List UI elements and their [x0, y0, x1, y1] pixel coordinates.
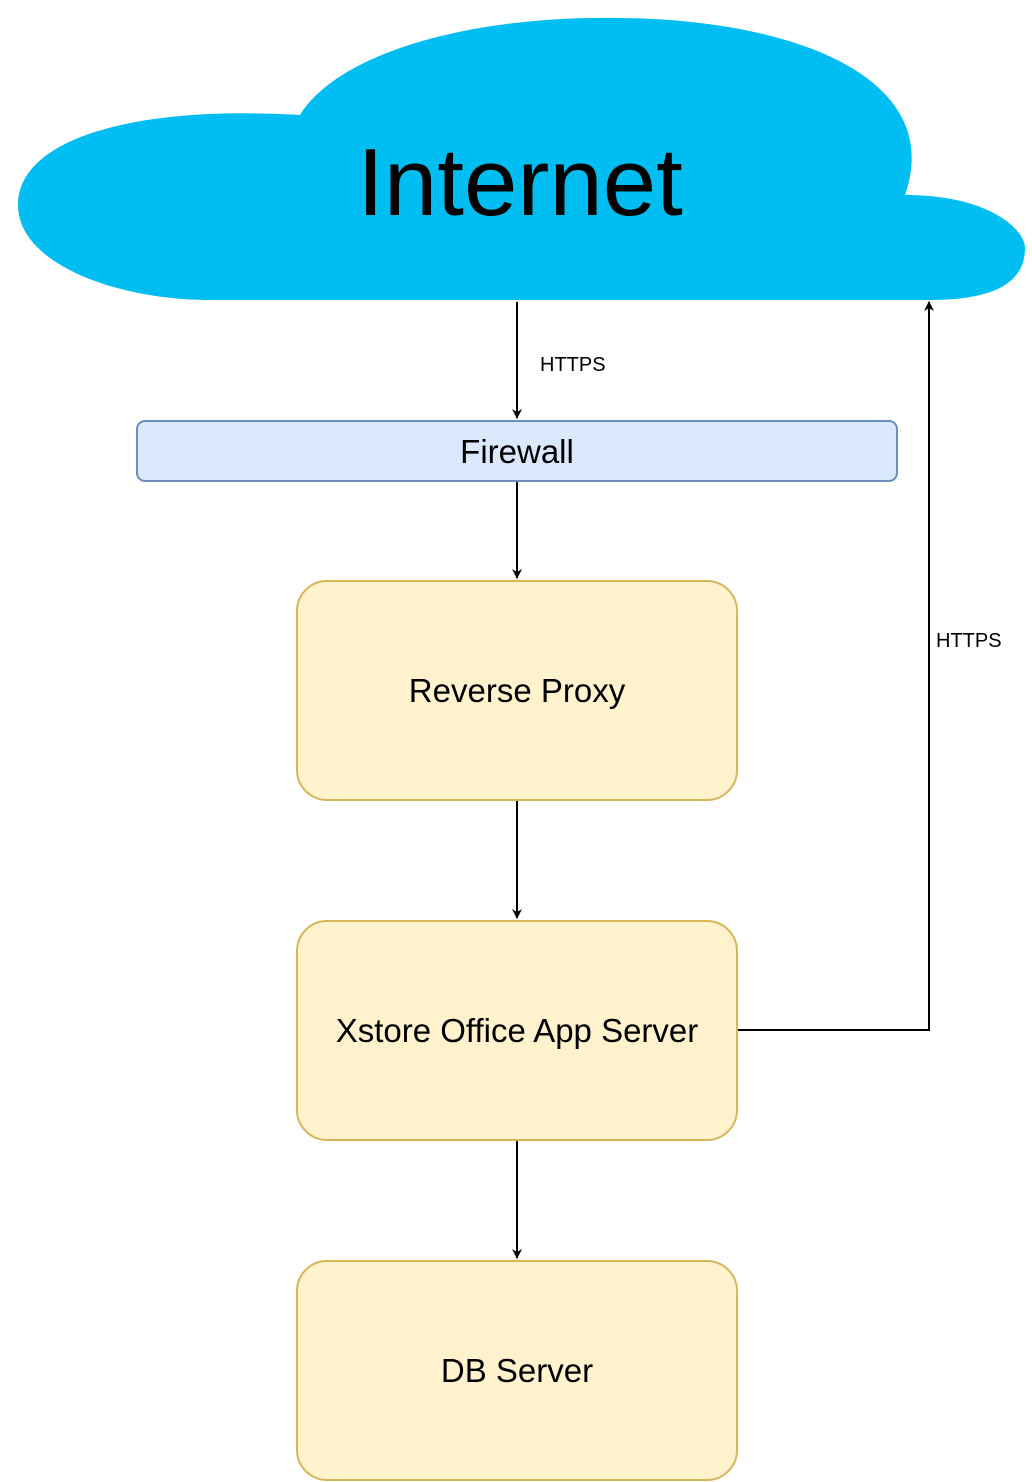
- edge-app-to-internet: HTTPS: [738, 301, 1002, 1031]
- db-server-label: DB Server: [441, 1352, 593, 1389]
- edge-label-https-inbound: HTTPS: [540, 354, 606, 376]
- reverse-proxy-label: Reverse Proxy: [409, 672, 626, 709]
- cloud-icon: [18, 17, 1025, 300]
- reverse-proxy-box: [296, 580, 738, 801]
- app-server-box: [296, 920, 738, 1141]
- internet-label: Internet: [357, 129, 683, 236]
- firewall-node[interactable]: Firewall: [136, 420, 898, 482]
- internet-cloud[interactable]: Internet: [18, 17, 1025, 300]
- edge-label-https-outbound: HTTPS: [936, 630, 1002, 652]
- reverse-proxy-node[interactable]: Reverse Proxy: [296, 580, 738, 801]
- firewall-label: Firewall: [460, 433, 574, 470]
- app-server-label: Xstore Office App Server: [336, 1012, 699, 1049]
- app-server-node[interactable]: Xstore Office App Server: [296, 920, 738, 1141]
- db-server-node[interactable]: DB Server: [296, 1260, 738, 1481]
- edge-internet-to-firewall: HTTPS: [512, 302, 606, 419]
- db-server-box: [296, 1260, 738, 1481]
- firewall-box: [136, 420, 898, 482]
